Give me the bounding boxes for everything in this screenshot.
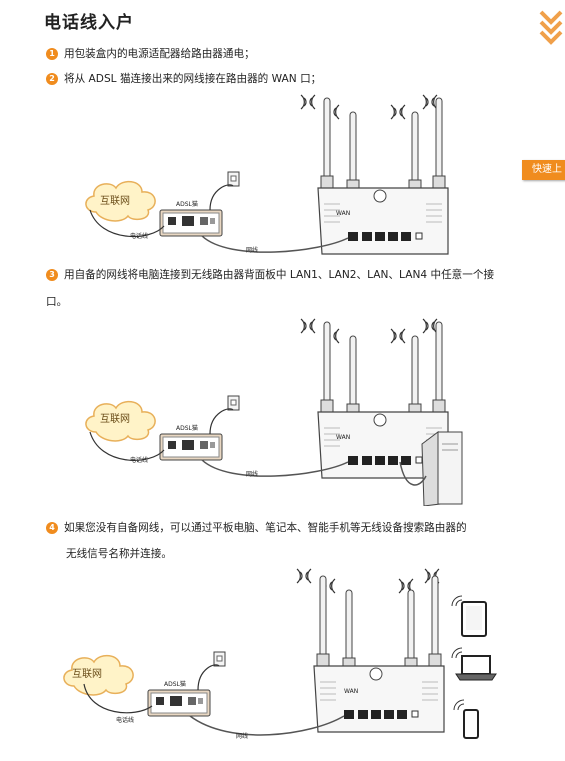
network-cable bbox=[189, 715, 345, 736]
network-cable bbox=[201, 235, 349, 253]
phone-line bbox=[89, 431, 165, 461]
wan-label: WAN bbox=[344, 688, 358, 695]
diagram-setup-2: 互联网 WAN ADSL猫 电话线 网线 bbox=[85, 318, 463, 506]
wifi-signal-icon bbox=[390, 104, 406, 120]
step-text: 将从 ADSL 猫连接出来的网线接在路由器的 WAN 口； bbox=[64, 73, 322, 85]
network-cable bbox=[201, 459, 349, 477]
diagram-setup-3: 互联网 WAN ADSL猫 电话线 网线 bbox=[63, 568, 497, 740]
wireless-router bbox=[317, 97, 449, 255]
wifi-signal-icon bbox=[300, 318, 316, 334]
step-number: 1 bbox=[46, 48, 58, 60]
desktop-computer bbox=[421, 431, 463, 506]
wireless-router bbox=[313, 575, 445, 733]
smartphone-icon bbox=[453, 699, 479, 739]
wall-socket-icon bbox=[227, 395, 240, 411]
internet-label: 互联网 bbox=[100, 195, 130, 207]
wifi-signal-icon bbox=[422, 318, 438, 334]
tablet-icon bbox=[451, 595, 487, 637]
diagram-setup-1: 互联网 WAN ADSL猫 电话线 网线 bbox=[85, 94, 449, 255]
internet-label: 互联网 bbox=[100, 413, 130, 425]
network-cable-label: 网线 bbox=[246, 246, 258, 254]
phone-line-label: 电话线 bbox=[116, 716, 134, 724]
phone-line bbox=[89, 209, 165, 237]
adsl-modem bbox=[159, 209, 223, 237]
adsl-modem bbox=[147, 689, 211, 717]
step-number: 3 bbox=[46, 269, 58, 281]
modem-label: ADSL猫 bbox=[164, 680, 186, 688]
step-text: 如果您没有自备网线，可以通过平板电脑、笔记本、智能手机等无线设备搜索路由器的 bbox=[64, 522, 467, 534]
step-4: 4 如果您没有自备网线，可以通过平板电脑、笔记本、智能手机等无线设备搜索路由器的 bbox=[46, 521, 467, 535]
wifi-signal-icon bbox=[422, 94, 438, 110]
modem-label: ADSL猫 bbox=[176, 200, 198, 208]
network-cable-label: 网线 bbox=[236, 732, 248, 740]
phone-line-label: 电话线 bbox=[130, 456, 148, 464]
phone-line bbox=[83, 683, 153, 714]
step-number: 4 bbox=[46, 522, 58, 534]
step-3-continuation: 口。 bbox=[46, 296, 68, 308]
network-cable-label: 网线 bbox=[246, 470, 258, 478]
step-2: 2 将从 ADSL 猫连接出来的网线接在路由器的 WAN 口； bbox=[46, 72, 321, 86]
step-text: 用包装盒内的电源适配器给路由器通电； bbox=[64, 48, 255, 60]
step-3: 3 用自备的网线将电脑连接到无线路由器背面板中 LAN1、LAN2、LAN、LAN… bbox=[46, 268, 494, 282]
wan-label: WAN bbox=[336, 434, 350, 441]
step-text: 用自备的网线将电脑连接到无线路由器背面板中 LAN1、LAN2、LAN、LAN4… bbox=[64, 269, 495, 281]
phone-line-label: 电话线 bbox=[130, 232, 148, 240]
page-title: 电话线入户 bbox=[44, 13, 134, 33]
chevron-down-icon bbox=[539, 10, 563, 45]
wall-socket-icon bbox=[213, 651, 226, 667]
step-1: 1 用包装盒内的电源适配器给路由器通电； bbox=[46, 47, 255, 61]
wifi-signal-icon bbox=[390, 328, 406, 344]
laptop-icon bbox=[451, 647, 497, 681]
wan-label: WAN bbox=[336, 210, 350, 217]
wall-socket-icon bbox=[227, 171, 240, 187]
step-number: 2 bbox=[46, 73, 58, 85]
step-4-continuation: 无线信号名称并连接。 bbox=[66, 548, 172, 560]
modem-label: ADSL猫 bbox=[176, 424, 198, 432]
wifi-signal-icon bbox=[296, 568, 312, 584]
adsl-modem bbox=[159, 433, 223, 461]
quick-start-tab[interactable]: 快速上 bbox=[522, 160, 565, 180]
internet-label: 互联网 bbox=[72, 668, 102, 680]
wifi-signal-icon bbox=[300, 94, 316, 110]
